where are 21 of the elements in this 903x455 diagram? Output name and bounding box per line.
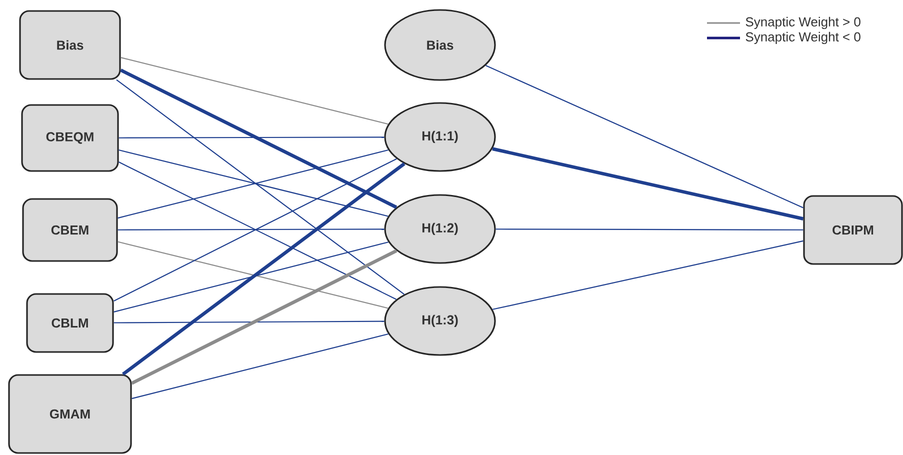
neuron-box: CBEM bbox=[22, 198, 118, 262]
legend-text: Synaptic Weight < 0 bbox=[746, 32, 860, 44]
connection-line bbox=[496, 228, 804, 230]
connection-line bbox=[122, 162, 406, 376]
connection-line bbox=[492, 240, 804, 310]
connection-line bbox=[131, 249, 398, 385]
neuron-box: CBIPM bbox=[803, 195, 903, 265]
connection-line bbox=[120, 57, 388, 125]
connection-line bbox=[118, 136, 384, 138]
connection-line bbox=[492, 147, 804, 220]
neuron-box: Bias bbox=[19, 10, 121, 80]
connection-line bbox=[116, 79, 405, 295]
connection-line bbox=[132, 333, 388, 400]
neuron-box: GMAM bbox=[8, 374, 132, 454]
connection-line bbox=[120, 68, 398, 209]
connection-line bbox=[118, 228, 384, 230]
connection-line bbox=[486, 65, 804, 208]
connection-line bbox=[114, 320, 384, 324]
legend-text: Synaptic Weight > 0 bbox=[746, 16, 860, 30]
neuron-box: CBLM bbox=[26, 293, 114, 353]
neuron-box: CBEQM bbox=[21, 104, 119, 172]
